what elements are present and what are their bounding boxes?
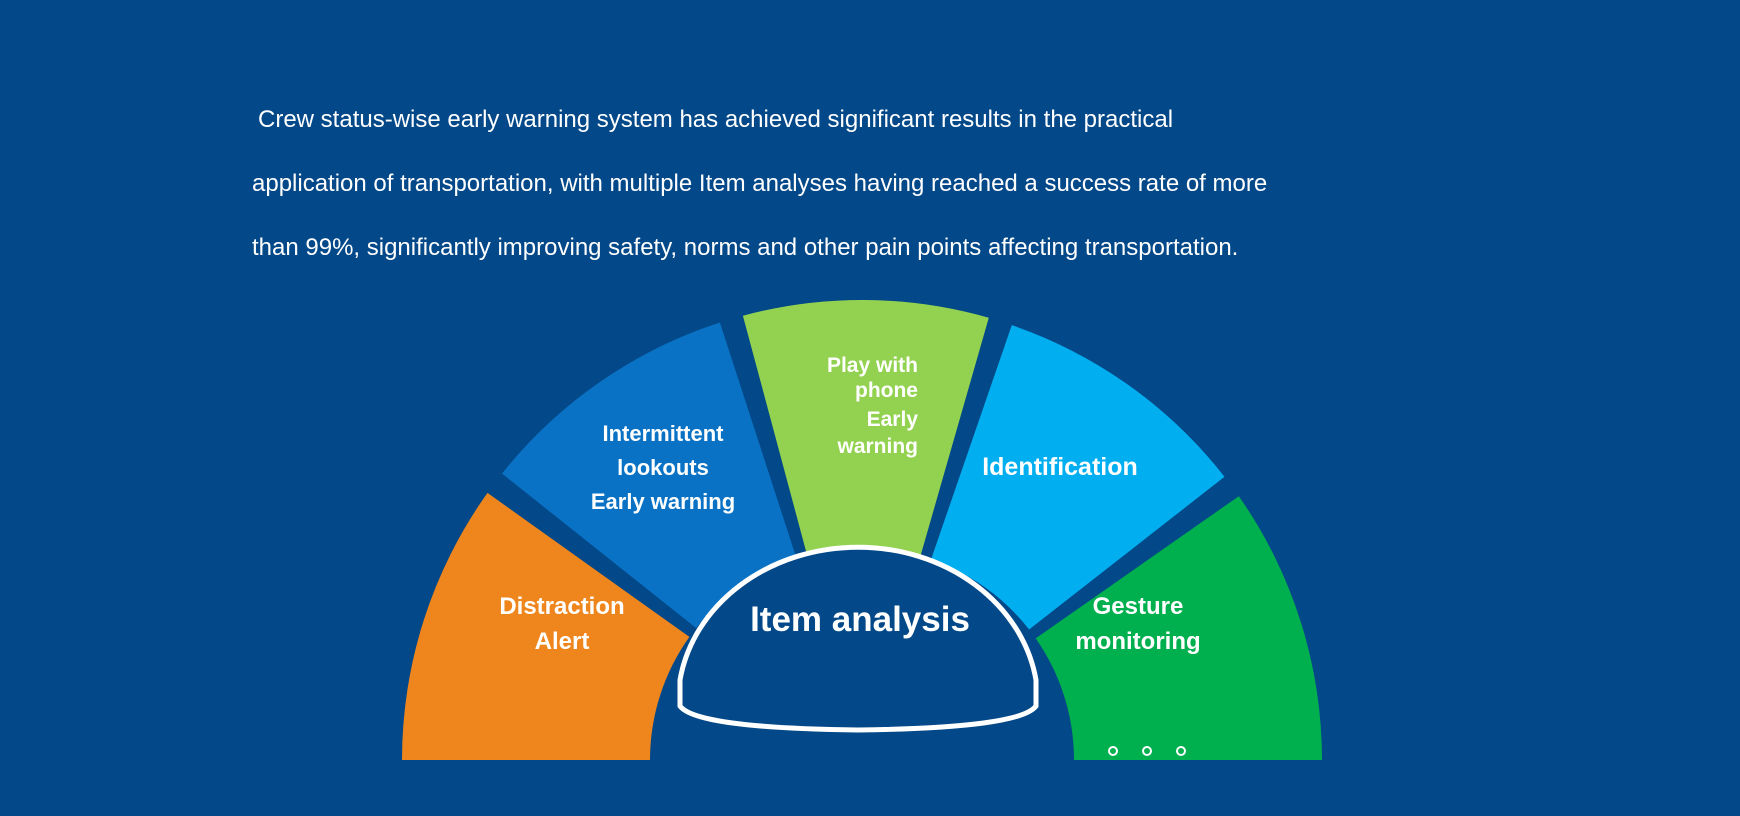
segment-identification	[931, 325, 1225, 630]
pagination-dot[interactable]	[1142, 746, 1152, 756]
segment-distraction	[402, 492, 690, 760]
intro-line: Crew status-wise early warning system ha…	[258, 106, 1174, 133]
segments-layer	[402, 299, 1322, 760]
segment-label-line: Gesture	[1093, 593, 1184, 620]
segment-label-identification: Identification	[982, 453, 1138, 481]
segment-label-line: Play with	[827, 354, 918, 377]
intro-paragraph: Crew status-wise early warning system ha…	[252, 88, 1432, 280]
segment-label-line: Early	[867, 408, 919, 431]
segment-label-line: Identification	[982, 453, 1138, 481]
segment-phone	[742, 299, 989, 557]
segment-label-line: lookouts	[617, 455, 709, 480]
segment-gesture	[1035, 496, 1322, 760]
center-label: Item analysis	[750, 600, 970, 639]
segment-intermittent	[502, 322, 797, 628]
segment-label-line: Early warning	[591, 489, 735, 514]
segment-label-line: warning	[836, 435, 918, 458]
pagination-dot[interactable]	[1176, 746, 1186, 756]
pagination-dot[interactable]	[1108, 746, 1118, 756]
segment-label-line: monitoring	[1075, 628, 1200, 655]
segment-label-line: phone	[855, 379, 918, 402]
center-dome	[677, 544, 1039, 733]
segment-label-gesture: Gesture monitoring	[1075, 593, 1200, 655]
intro-line: application of transportation, with mult…	[252, 170, 1268, 197]
segment-label-line: Intermittent	[603, 421, 725, 446]
segment-label-line: Distraction	[499, 593, 624, 620]
intro-line: than 99%, significantly improving safety…	[252, 234, 1239, 261]
segment-label-line: Alert	[535, 628, 590, 655]
pagination-dots	[1108, 746, 1198, 760]
